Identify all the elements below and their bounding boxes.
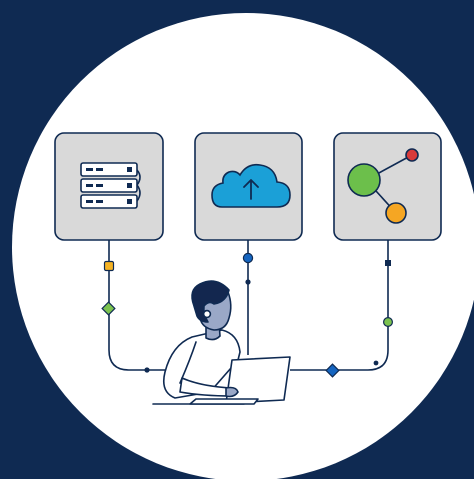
connector-right xyxy=(290,240,389,371)
connector-left xyxy=(108,240,185,371)
card-servers xyxy=(54,132,164,241)
laptop-base xyxy=(189,398,259,405)
connector-middle-dot xyxy=(245,279,251,285)
person-hair xyxy=(191,280,230,323)
connector-right-diamond xyxy=(325,363,340,378)
connector-left-diamond xyxy=(101,301,116,316)
person-ear xyxy=(202,309,212,319)
upload-arrow xyxy=(243,179,259,200)
card-network xyxy=(333,132,442,241)
server-lights xyxy=(86,167,132,204)
server-rack-icon xyxy=(80,162,141,209)
background-circle xyxy=(12,13,474,479)
card-cloud xyxy=(194,132,303,241)
person-hand xyxy=(225,386,239,398)
connector-right-circle xyxy=(383,317,394,328)
network-nodes-icon xyxy=(347,148,419,224)
connector-right-square xyxy=(385,260,391,266)
connector-middle-circle xyxy=(242,252,254,264)
person-at-laptop-icon xyxy=(152,280,291,405)
laptop-screen xyxy=(225,356,291,404)
connector-left-dot xyxy=(144,367,150,373)
connector-left-square xyxy=(103,260,115,272)
connector-right-dot xyxy=(373,360,379,366)
